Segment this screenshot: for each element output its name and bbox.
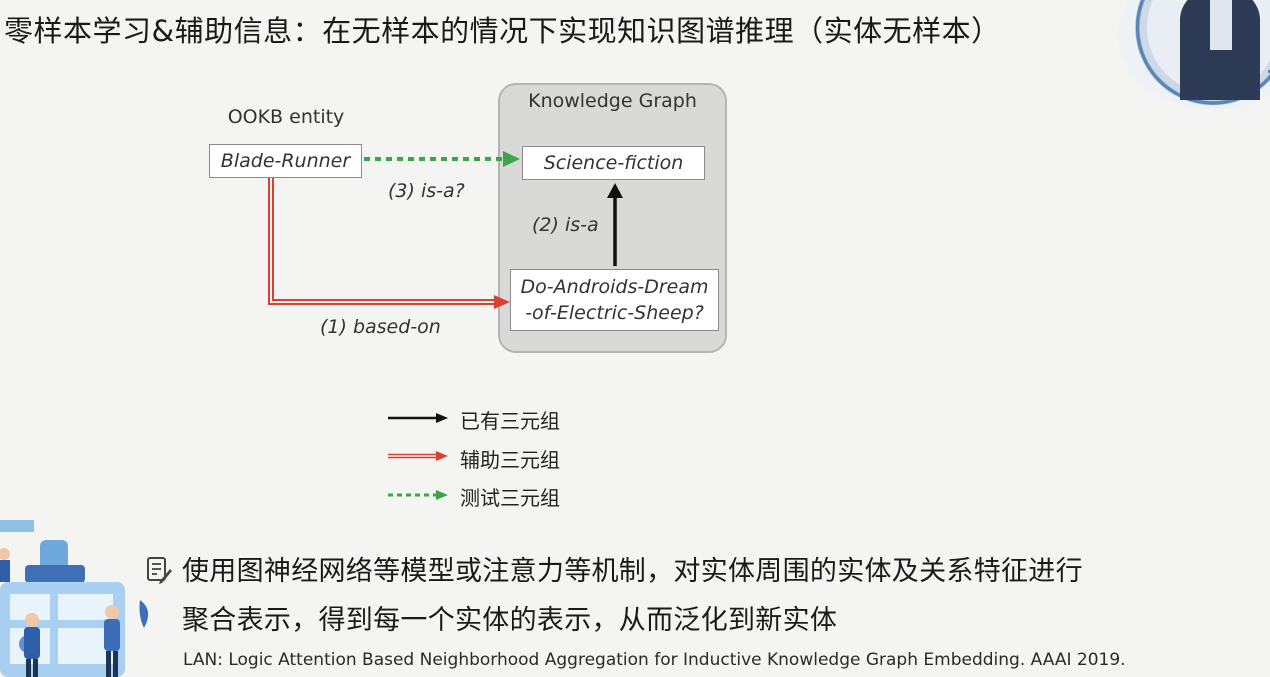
- citation: LAN: Logic Attention Based Neighborhood …: [183, 650, 1126, 670]
- legend-existing-arrowhead: [436, 413, 448, 423]
- node-dream-line1: Do-Androids-Dream: [520, 276, 709, 298]
- body-text-line-1: 使用图神经网络等模型或注意力等机制，对实体周围的实体及关系特征进行: [182, 556, 1083, 587]
- illus-person-3-head: [0, 548, 10, 560]
- node-blade-runner: Blade-Runner: [209, 144, 362, 178]
- illus-person-1-leg2: [33, 659, 38, 677]
- illus-panel-4: [58, 628, 113, 664]
- illus-person-2-head: [105, 605, 119, 619]
- legend-existing-label: 已有三元组: [460, 409, 560, 433]
- edge-label-based-on: (1) based-on: [320, 316, 441, 338]
- illus-person-2-body: [104, 619, 120, 651]
- edge-label-is-a: (2) is-a: [532, 214, 599, 236]
- note-pencil-icon: [147, 557, 172, 584]
- node-dream-line2: -of-Electric-Sheep?: [525, 302, 704, 324]
- illus-person-3-body: [0, 560, 10, 582]
- body-text-line-2: 聚合表示，得到每一个实体的表示，从而泛化到新实体: [182, 605, 838, 636]
- edge-label-is-a-test: (3) is-a?: [388, 180, 465, 202]
- illus-person-2-leg: [106, 651, 111, 677]
- node-do-androids-dream: Do-Androids-Dream -of-Electric-Sheep?: [510, 269, 719, 331]
- illus-shelf: [0, 520, 34, 532]
- legend-test-label: 测试三元组: [460, 486, 560, 510]
- illus-panel-2: [58, 594, 113, 620]
- test-edge-arrowhead: [503, 151, 520, 167]
- node-science-fiction: Science-fiction: [522, 146, 705, 180]
- ookb-entity-label: OOKB entity: [227, 106, 345, 128]
- illus-person-1-head: [25, 613, 39, 627]
- people-dashboard-illustration: [0, 520, 149, 677]
- illus-person-1-leg: [26, 659, 31, 677]
- illus-arm-base: [25, 565, 85, 583]
- legend-auxiliary-label: 辅助三元组: [460, 448, 560, 472]
- existing-edge-arrowhead: [607, 183, 623, 198]
- knowledge-graph-label: Knowledge Graph: [528, 90, 697, 112]
- slide-title: 零样本学习&辅助信息：在无样本的情况下实现知识图谱推理（实体无样本）: [4, 14, 1001, 48]
- illus-person-2-leg2: [113, 651, 118, 677]
- presenter-frame-ticks: [1268, 30, 1270, 73]
- illus-person-1-body: [24, 627, 40, 659]
- auxiliary-edge-line-inner: [270, 178, 497, 303]
- auxiliary-edge-arrowhead: [494, 295, 510, 309]
- presenter-shirt: [1210, 0, 1232, 50]
- legend-test-arrowhead: [436, 490, 448, 500]
- legend-auxiliary-arrowhead: [436, 451, 448, 461]
- illus-plant-leaf: [139, 600, 149, 628]
